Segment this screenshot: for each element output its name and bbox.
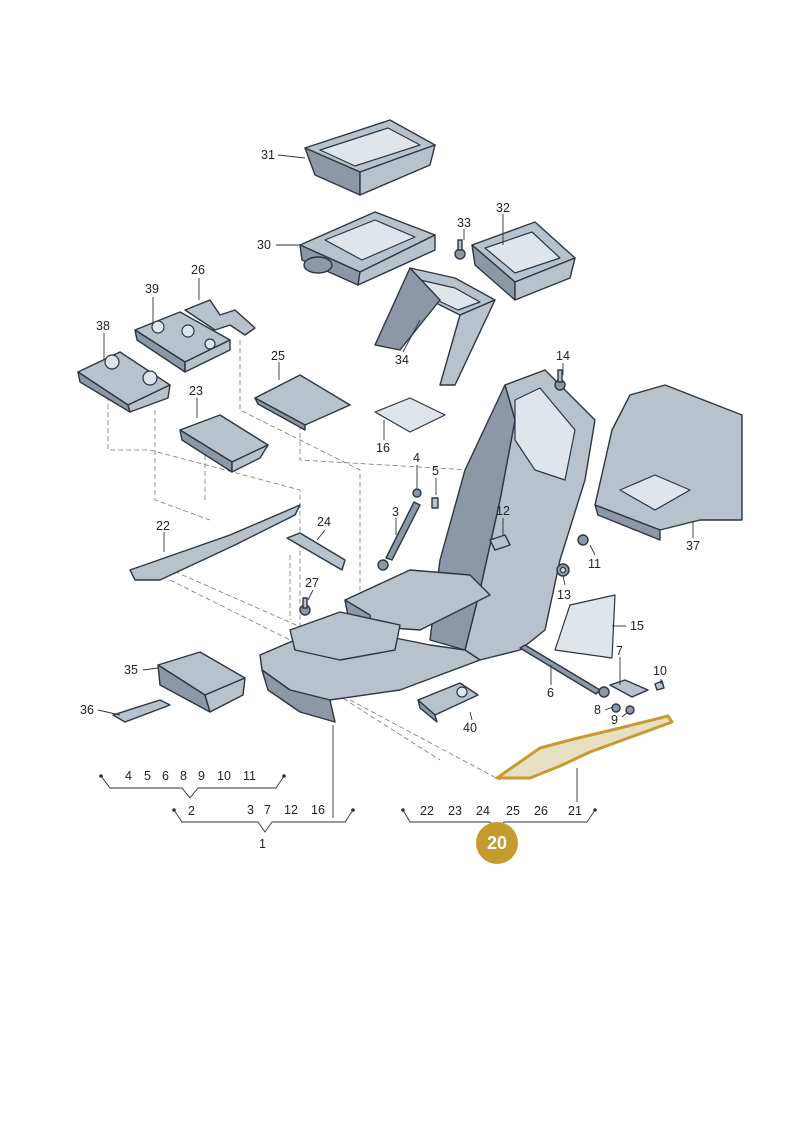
part-34-bin xyxy=(374,267,496,386)
group-20-row: 22 23 24 25 26 21 xyxy=(420,804,582,818)
callout-24: 24 xyxy=(317,515,331,529)
part-15-panel xyxy=(554,594,616,659)
callout-4: 4 xyxy=(413,451,420,465)
callout-39: 39 xyxy=(145,282,159,296)
callout-11: 11 xyxy=(588,557,601,571)
part-33-screw xyxy=(454,239,466,260)
group2-item: 4 xyxy=(125,769,132,783)
callout-5: 5 xyxy=(432,464,439,478)
callout-3: 3 xyxy=(392,505,399,519)
callout-30: 30 xyxy=(257,238,271,252)
group2-item: 11 xyxy=(243,769,256,783)
callout-22: 22 xyxy=(156,519,170,533)
part-37-duct-housing xyxy=(594,384,743,541)
part-30-console-insert xyxy=(299,211,436,286)
callout-38: 38 xyxy=(96,319,110,333)
callout-10: 10 xyxy=(653,664,667,678)
callout-26: 26 xyxy=(191,263,205,277)
callout-14: 14 xyxy=(556,349,570,363)
callout-7: 7 xyxy=(616,644,623,658)
group-2-row: 4 5 6 8 9 10 11 2 xyxy=(125,769,256,818)
part-16-mat xyxy=(374,397,446,433)
callout-40: 40 xyxy=(463,721,477,735)
leader-lines xyxy=(97,154,694,818)
badge-number: 20 xyxy=(487,833,507,853)
callout-32: 32 xyxy=(496,201,510,215)
part-27-screw xyxy=(299,597,311,616)
part-24-rail xyxy=(286,532,346,571)
part-25-cover xyxy=(254,374,351,431)
callout-31: 31 xyxy=(261,148,275,162)
part-32-frame xyxy=(471,221,576,301)
group20-item: 23 xyxy=(448,804,462,818)
group1-item: 16 xyxy=(311,803,325,817)
callout-25: 25 xyxy=(271,349,285,363)
part-23-lid xyxy=(179,414,269,473)
group20-item: 26 xyxy=(534,804,548,818)
callout-27: 27 xyxy=(305,576,319,590)
part-26-bracket xyxy=(184,299,256,336)
callout-15: 15 xyxy=(630,619,644,633)
part-36-strip xyxy=(112,699,171,723)
callout-6: 6 xyxy=(547,686,554,700)
callout-8: 8 xyxy=(594,703,601,717)
part-21-highlighted-trim xyxy=(495,714,674,780)
part-40-switch xyxy=(417,682,479,723)
callout-37: 37 xyxy=(686,539,700,553)
callout-36: 36 xyxy=(80,703,94,717)
group20-item: 25 xyxy=(506,804,520,818)
group-braces xyxy=(99,774,597,833)
group1-item: 3 xyxy=(247,803,254,817)
group1-item: 12 xyxy=(284,803,298,817)
callout-12: 12 xyxy=(496,504,510,518)
group20-item: 22 xyxy=(420,804,434,818)
callout-16: 16 xyxy=(376,441,390,455)
callout-labels: 31 30 33 32 34 26 39 38 25 23 16 4 5 3 1… xyxy=(80,148,700,735)
group2-item: 10 xyxy=(217,769,231,783)
part-console-base xyxy=(259,569,491,723)
group2-item: 5 xyxy=(144,769,151,783)
part-39-switch-panel xyxy=(134,311,231,373)
callout-13: 13 xyxy=(557,588,571,602)
group-1-row: 3 7 12 16 1 xyxy=(247,803,325,851)
callout-35: 35 xyxy=(124,663,138,677)
callout-9: 9 xyxy=(611,713,618,727)
part-4-5-clips xyxy=(412,488,439,509)
group2-item: 8 xyxy=(180,769,187,783)
group1-label: 1 xyxy=(259,837,266,851)
part-35-storage-module xyxy=(157,651,246,713)
group2-item: 6 xyxy=(162,769,169,783)
part-38-control-module xyxy=(77,351,171,413)
highlight-badge: 20 xyxy=(476,822,518,864)
callout-23: 23 xyxy=(189,384,203,398)
part-3-gas-strut xyxy=(377,501,421,571)
part-22-trim-strip xyxy=(129,504,301,581)
callout-34: 34 xyxy=(395,353,409,367)
group2-label: 2 xyxy=(188,804,195,818)
part-7-8-9-10-mechanism xyxy=(598,679,665,715)
part-12-clip xyxy=(489,534,511,551)
group20-item: 24 xyxy=(476,804,490,818)
part-31-storage-tray xyxy=(304,119,436,196)
callout-33: 33 xyxy=(457,216,471,230)
part-14-screw xyxy=(554,369,566,391)
group1-item: 7 xyxy=(264,803,271,817)
group2-item: 9 xyxy=(198,769,205,783)
group20-item: 21 xyxy=(568,804,582,818)
